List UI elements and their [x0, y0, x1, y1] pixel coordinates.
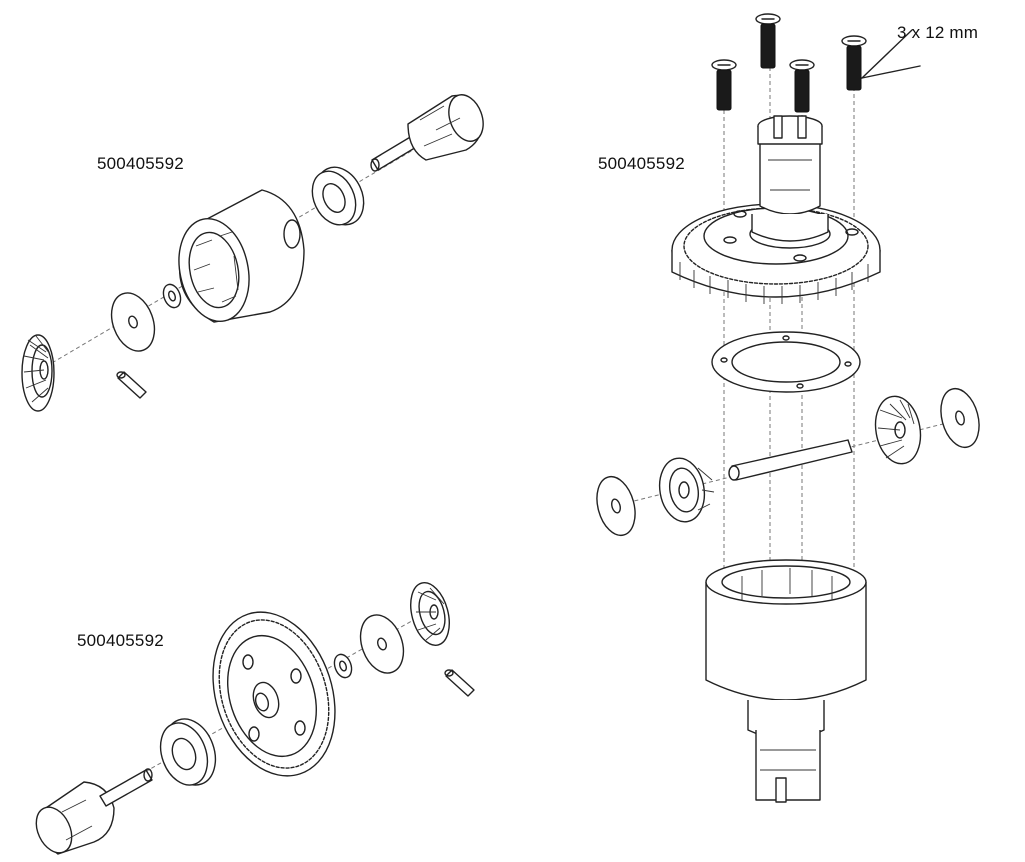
- shim-washer-icon: [359, 614, 405, 674]
- diff-case-icon: [705, 559, 867, 803]
- flat-head-screw-icon: [711, 59, 737, 111]
- output-cup-icon: [35, 768, 153, 855]
- assembly-b: [596, 13, 980, 803]
- part-number-label: 500405592: [598, 154, 685, 173]
- spur-gear-icon: [212, 611, 336, 777]
- shim-washer-icon: [333, 653, 353, 679]
- flat-head-screw-icon: [841, 35, 867, 91]
- shim-washer-icon: [110, 292, 156, 352]
- flat-head-screw-icon: [789, 59, 815, 113]
- bevel-gear-icon: [874, 395, 922, 465]
- gasket-icon: [711, 331, 861, 393]
- cross-pin-icon: [116, 371, 147, 399]
- cross-pin-icon: [728, 439, 853, 481]
- ball-bearing-icon: [159, 718, 217, 786]
- flat-head-screw-icon: [755, 13, 781, 69]
- bevel-gear-icon: [21, 334, 55, 412]
- leader-line: [861, 29, 913, 79]
- bevel-gear-icon: [658, 457, 715, 523]
- assembly-c: [35, 582, 475, 855]
- output-cup-icon: [749, 115, 831, 249]
- leader-line: [861, 65, 921, 79]
- shim-washer-icon: [940, 387, 980, 449]
- part-number-label: 500405592: [97, 154, 184, 173]
- output-cup-icon: [370, 94, 484, 172]
- screw-spec-label: 3 x 12 mm: [897, 23, 979, 42]
- ball-bearing-icon: [311, 166, 365, 226]
- part-number-label: 500405592: [77, 631, 164, 650]
- shim-washer-icon: [162, 283, 182, 309]
- assembly-a: [21, 94, 484, 412]
- diff-case-icon: [178, 189, 305, 323]
- bevel-gear-icon: [410, 582, 450, 646]
- cross-pin-icon: [444, 669, 475, 697]
- shim-washer-icon: [596, 475, 636, 537]
